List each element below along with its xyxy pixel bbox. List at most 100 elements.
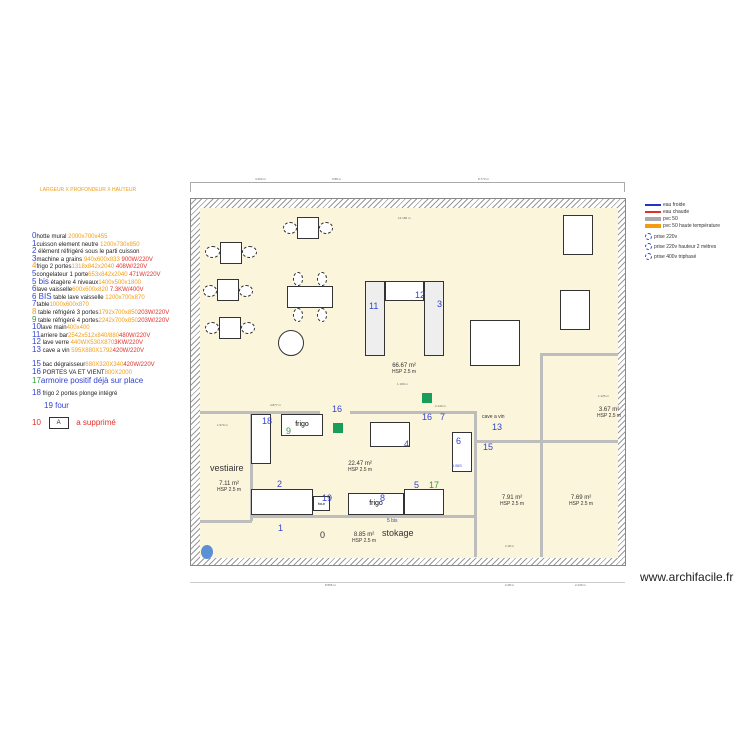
legend-item: 18 frigo 2 portes plonge intégré	[32, 389, 117, 398]
legend-label: frigo 2 portes	[36, 264, 72, 270]
hsp-value: HSP 2.5 m	[392, 369, 417, 375]
legend-dims: 1400x500x1800	[98, 280, 141, 286]
legend-item: 4frigo 2 portes1318x842x2040 408W/220V	[32, 262, 147, 271]
plan-number: 5 bis	[387, 518, 398, 524]
legend-item: 5congelateur 1 porte653x842x2040 471W/22…	[32, 270, 161, 279]
legend-four-label: 19 four	[44, 401, 69, 410]
chair	[293, 308, 303, 322]
legend-item: 3machine a grains 940x600x833 900W/220V	[32, 255, 153, 264]
key-item: pvc 50 haute température	[645, 223, 720, 230]
interior-wall	[250, 515, 476, 518]
chair	[283, 222, 297, 234]
hsp-value: HSP 2.5 m	[569, 501, 594, 507]
key-label: eau chaude	[663, 209, 690, 215]
key-label: prise 220v hauteur 2 mètres	[654, 243, 717, 250]
hsp-value: HSP 2.5 m	[352, 538, 377, 544]
hsp-value: HSP 2.5 m	[597, 413, 622, 419]
legend-item: 5 bis étagère 4 niveaux1400x500x1800	[32, 278, 141, 287]
legend-dims: 600x600x820	[72, 287, 110, 293]
area-value: 22.47 m²	[348, 461, 372, 467]
chair	[241, 322, 255, 334]
dimension-label: 12.186 m	[398, 216, 411, 220]
legend-title: LARGEUR X PROFONDEUR X HAUTEUR	[40, 187, 137, 193]
key-label: eau froide	[663, 202, 686, 208]
dining-table	[560, 290, 590, 330]
legend-power: 420W/220V	[112, 348, 144, 354]
dimension-label: 2.28 m	[505, 583, 515, 587]
fridge: frigo	[348, 493, 404, 515]
bar-counter	[424, 281, 444, 356]
legend-number: 1	[32, 239, 37, 248]
plan-number: 5	[414, 480, 420, 490]
round-table	[278, 330, 304, 356]
line-swatch	[645, 203, 661, 206]
plan-number: 16	[422, 412, 433, 422]
chair	[203, 285, 217, 297]
area-value: 7.11 m²	[219, 481, 239, 487]
chair	[319, 222, 333, 234]
key-label: pvc 50 haute température	[663, 223, 720, 229]
legend-dims: 2000x700x455	[68, 234, 108, 240]
legend-number: 17	[32, 376, 41, 385]
legend-number: 7	[32, 299, 37, 308]
plan-number: 17	[429, 480, 440, 490]
legend-number: 18	[32, 388, 41, 397]
hsp-value: HSP 2.5 m	[217, 487, 242, 493]
exit-sign	[422, 393, 432, 403]
interior-wall	[200, 411, 320, 414]
key-item: prise 220v hauteur 2 mètres	[645, 243, 716, 251]
legend-number: 12	[32, 337, 41, 346]
legend-dims: 1200x730x850	[100, 242, 140, 248]
legend-dims: 2542x512x840/880	[68, 333, 120, 339]
legend-number: 11	[32, 330, 41, 339]
legend-number: 13	[32, 345, 41, 354]
dining-table	[220, 242, 242, 264]
plan-number: 19	[322, 493, 333, 503]
dimension-label: 8.773 m	[478, 177, 489, 181]
oven-label: four	[318, 501, 325, 506]
legend-item: 11arriere bar2542x512x840/880480W/220V	[32, 331, 150, 340]
fridge-label: frigo	[369, 500, 383, 507]
legend-label: bac dégraisseur	[40, 362, 86, 368]
key-label: prise 400v triphasé	[654, 253, 697, 260]
dimension-label: 1.970 m	[217, 423, 228, 427]
legend-power: 900W/220V	[121, 257, 153, 263]
dimension-label: 2.18 m	[505, 544, 515, 548]
dining-table	[287, 286, 333, 308]
plan-number: 8	[380, 493, 386, 503]
legend-number: 4	[32, 261, 37, 270]
key-item: pvc 50	[645, 216, 678, 223]
legend-number: 5	[32, 269, 37, 278]
freezer	[404, 489, 444, 515]
legend-number: 10	[32, 322, 41, 331]
chair	[293, 272, 303, 286]
interior-wall	[200, 520, 252, 523]
plan-number: 1	[278, 523, 284, 533]
legend-label: hotte mural	[36, 234, 69, 240]
legend-item: 12 lave verre 440WX530X8703KW/220V	[32, 338, 143, 347]
key-item: eau chaude	[645, 209, 689, 216]
hsp-value: HSP 2.5 m	[500, 501, 525, 507]
legend-dims: 800X2000	[104, 370, 132, 376]
fridge-label: frigo	[295, 421, 309, 428]
legend-item: 0hotte mural 2000x700x455	[32, 232, 108, 241]
legend-label: table réfrigéré 3 portes	[36, 310, 99, 316]
plan-number: 15	[483, 442, 494, 452]
room-name-cave: cave a vin	[482, 414, 505, 420]
dishwasher	[452, 432, 472, 472]
legend-dims: 595X880X1792	[71, 348, 113, 354]
plan-number: 6 BIS	[452, 463, 462, 468]
legend-item: 15 bac dégraisseur880X320X340420W/220V	[32, 360, 155, 369]
legend-power: 203W/220V	[137, 318, 170, 324]
legend-item: 16 PORTES VA ET VIENT800X2000	[32, 368, 132, 377]
dimension-label: 1.125 m	[598, 394, 609, 398]
legend-label: congelateur 1 porte	[36, 272, 89, 278]
accessibility-sign	[201, 545, 213, 559]
fridge: frigo	[281, 414, 323, 436]
legend-label: lave main	[40, 325, 67, 331]
plan-number: 7	[440, 412, 446, 422]
key-item: prise 220v	[645, 233, 677, 241]
